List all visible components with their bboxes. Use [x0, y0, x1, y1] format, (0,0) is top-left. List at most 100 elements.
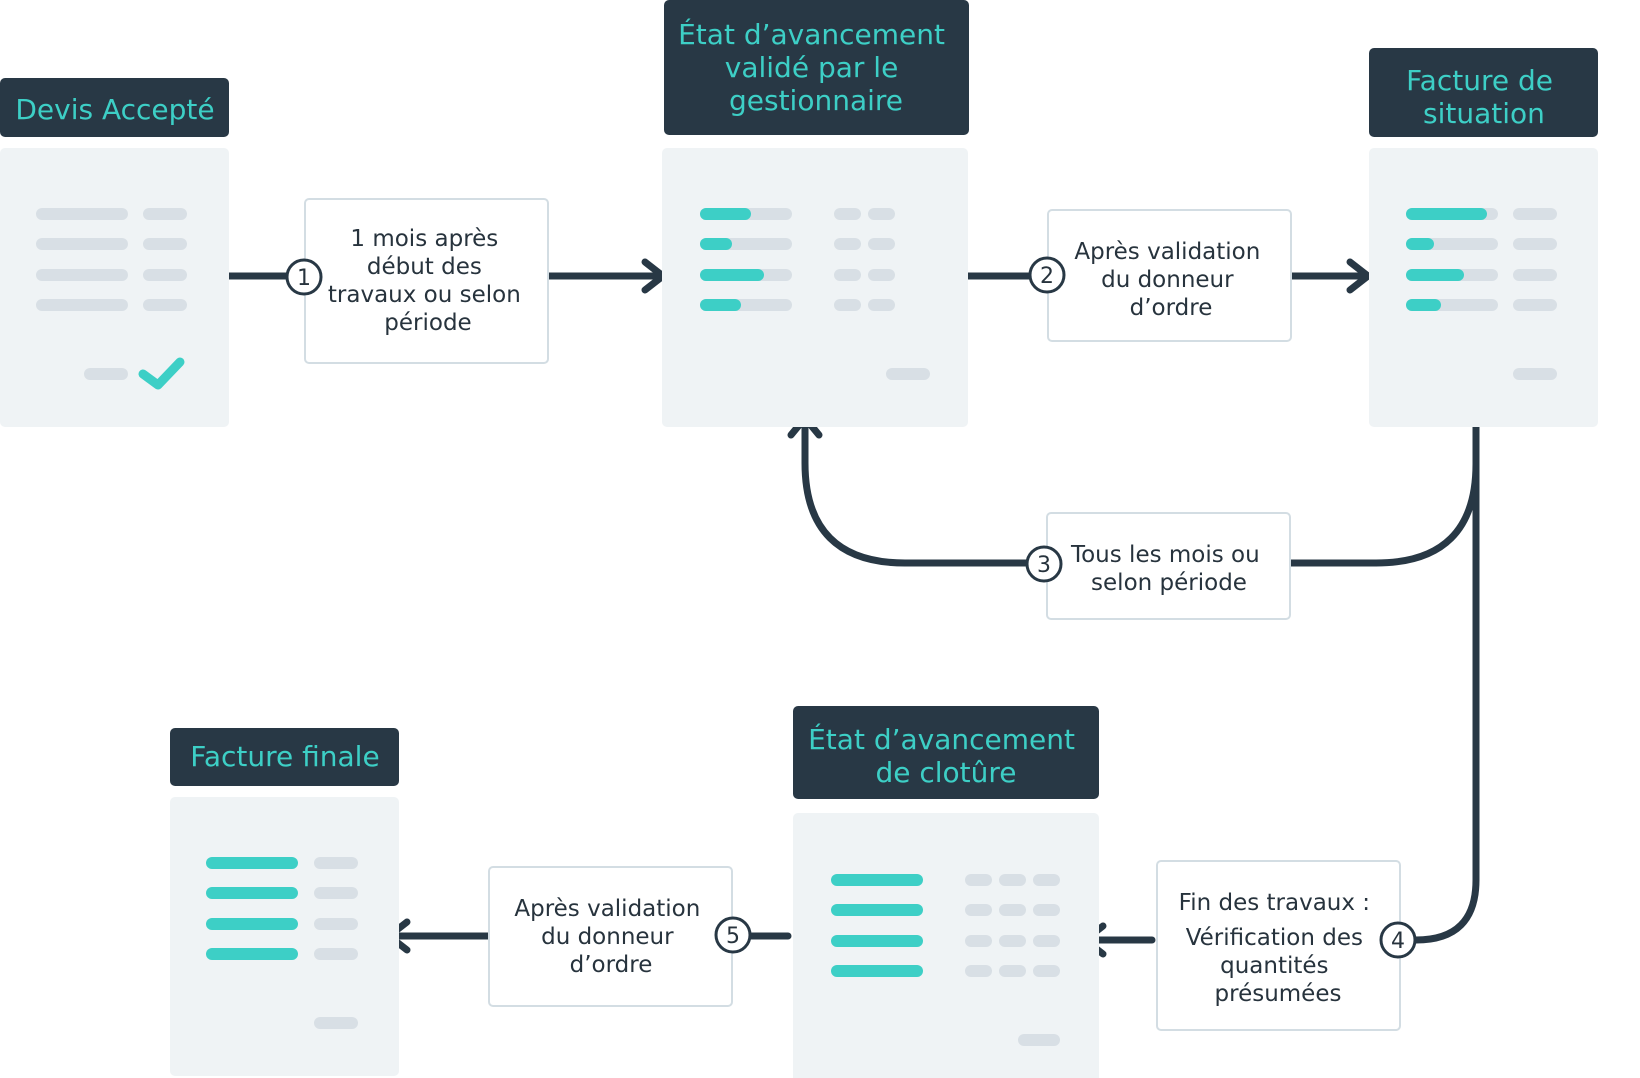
value-line — [1033, 935, 1060, 947]
step-4-label: Fin des travaux : Vérification des quant… — [1156, 860, 1401, 1031]
step-label-box — [304, 198, 549, 364]
step-number: 5 — [726, 924, 740, 949]
step-2-label: Après validation du donneur d’ordre — [1047, 209, 1292, 342]
step-label-text: 1 mois après début des travaux ou selon … — [328, 226, 528, 336]
box-devis-accepte: Devis Accepté — [0, 78, 229, 427]
value-line — [834, 269, 861, 281]
step-5-label: Après validation du donneur d’ordre — [488, 866, 733, 1007]
value-line — [143, 269, 187, 281]
progress-fill-full — [831, 965, 923, 977]
value-line — [965, 874, 992, 886]
doc-card-facture-finale — [170, 797, 399, 1076]
progress-fill-full — [206, 948, 298, 960]
value-line — [999, 874, 1026, 886]
value-line — [999, 935, 1026, 947]
value-line — [834, 299, 861, 311]
title-plate-etat-cloture — [793, 706, 1099, 799]
value-line — [314, 948, 358, 960]
value-line — [143, 208, 187, 220]
total-line — [314, 1017, 358, 1029]
value-line — [999, 965, 1026, 977]
doc-card-etat-valide — [662, 148, 968, 427]
step-badge-2: 2 — [1028, 256, 1066, 294]
value-line — [868, 208, 895, 220]
value-line — [1513, 299, 1557, 311]
step-label-text: Après validation du donneur d’ordre — [1074, 239, 1267, 321]
title-plate-facture-situation — [1369, 48, 1598, 137]
value-line — [868, 299, 895, 311]
box-etat-valide: État d’avancement validé par le gestionn… — [662, 0, 969, 427]
progress-fill — [700, 208, 751, 220]
total-line — [886, 368, 930, 380]
progress-fill-full — [831, 935, 923, 947]
title-facture-situation: Facture de situation — [1406, 64, 1562, 130]
connector-loop-3b — [801, 419, 1030, 567]
step-badge-1: 1 — [285, 258, 323, 296]
connector-line-4 — [1410, 422, 1480, 944]
checkmark-icon — [138, 357, 185, 390]
progress-fill-full — [206, 887, 298, 899]
value-line — [1033, 965, 1060, 977]
value-line — [965, 935, 992, 947]
title-facture-finale: Facture finale — [190, 740, 379, 773]
title-plate-devis — [0, 78, 229, 137]
value-line — [314, 887, 358, 899]
value-line — [834, 238, 861, 250]
step-badge-3: 3 — [1025, 545, 1063, 583]
progress-fill-full — [206, 918, 298, 930]
step-number: 2 — [1040, 264, 1054, 289]
text-line — [36, 269, 128, 281]
progress-fill — [700, 269, 764, 281]
value-line — [868, 238, 895, 250]
value-line — [314, 918, 358, 930]
title-plate-facture-finale — [170, 728, 399, 786]
value-line — [1033, 904, 1060, 916]
value-line — [834, 208, 861, 220]
step-label-text: Après validation du donneur d’ordre — [514, 896, 707, 978]
value-line — [143, 299, 187, 311]
step-1-label: 1 mois après début des travaux ou selon … — [304, 198, 549, 364]
value-line — [868, 269, 895, 281]
step-badge-4: 4 — [1379, 921, 1417, 959]
box-facture-situation: Facture de situation — [1369, 48, 1598, 427]
value-line — [999, 904, 1026, 916]
progress-fill-full — [831, 874, 923, 886]
progress-fill-full — [831, 904, 923, 916]
progress-fill — [700, 238, 732, 250]
box-etat-cloture: État d’avancement de clotûre — [793, 706, 1099, 1078]
connector-loop-3 — [1286, 422, 1480, 567]
value-line — [965, 965, 992, 977]
total-line — [1513, 368, 1557, 380]
title-devis: Devis Accepté — [15, 93, 214, 126]
value-line — [314, 857, 358, 869]
arrowhead-2 — [1346, 258, 1372, 294]
title-etat-valide: État d’avancement validé par le gestionn… — [678, 17, 954, 117]
step-badge-5: 5 — [714, 916, 752, 954]
progress-fill — [1406, 238, 1434, 250]
step-number: 4 — [1391, 929, 1405, 954]
step-number: 1 — [297, 266, 311, 291]
progress-fill — [1406, 208, 1487, 220]
doc-card-devis — [0, 148, 229, 427]
progress-fill — [700, 299, 741, 311]
text-line — [36, 299, 128, 311]
value-line — [965, 904, 992, 916]
progress-fill-full — [206, 857, 298, 869]
total-line — [84, 368, 128, 380]
value-line — [143, 238, 187, 250]
title-etat-cloture: État d’avancement de clotûre — [808, 722, 1084, 789]
total-line — [1018, 1034, 1060, 1046]
step-3-label: Tous les mois ou selon période — [1046, 512, 1291, 620]
doc-card-facture-situation — [1369, 148, 1598, 427]
value-line — [1513, 269, 1557, 281]
step-label-text: Fin des travaux : Vérification des quant… — [1179, 890, 1378, 1007]
text-line — [36, 208, 128, 220]
text-line — [36, 238, 128, 250]
value-line — [1033, 874, 1060, 886]
progress-fill — [1406, 299, 1441, 311]
progress-fill — [1406, 269, 1464, 281]
value-line — [1513, 208, 1557, 220]
value-line — [1513, 238, 1557, 250]
step-number: 3 — [1037, 553, 1051, 578]
